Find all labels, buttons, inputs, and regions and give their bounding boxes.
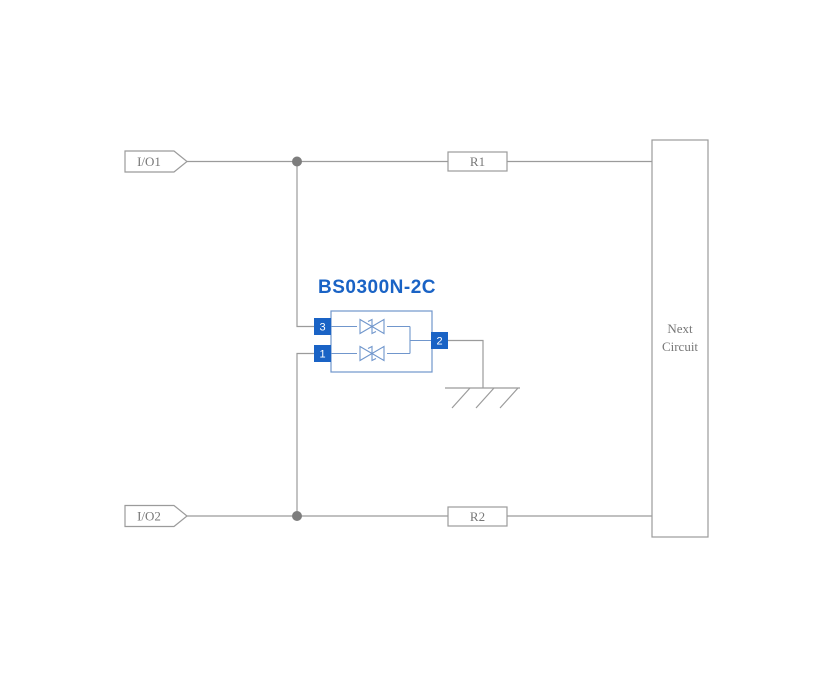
tvs-diode-icon-top — [359, 318, 385, 335]
pin-3-label: 3 — [319, 322, 325, 334]
io1-label: I/O1 — [137, 154, 161, 169]
next-circuit-label-line2: Circuit — [662, 339, 698, 354]
r2-label: R2 — [470, 509, 485, 524]
component-title: BS0300N-2C — [318, 277, 436, 298]
next-circuit-box: Next Circuit — [651, 139, 709, 538]
pin-2: 2 — [431, 332, 448, 349]
tvs-diode-icon-bottom — [359, 345, 385, 362]
chassis-ground-icon — [445, 387, 520, 409]
wire-junction-to-pin1 — [296, 352, 314, 516]
junction-dot-top — [292, 156, 302, 167]
r1-label: R1 — [470, 154, 485, 169]
resistor-r1: R1 — [447, 151, 508, 172]
resistor-r2: R2 — [447, 506, 508, 527]
pin-1-label: 1 — [319, 349, 325, 361]
io2-connector: I/O2 — [124, 504, 188, 528]
pin-2-label: 2 — [436, 336, 442, 348]
next-circuit-label-line1: Next — [667, 321, 693, 336]
wire-pin2-to-ground — [448, 339, 484, 388]
tvs-component-body — [330, 310, 433, 373]
wire-junction-to-pin3 — [296, 161, 314, 328]
pin-3: 3 — [314, 318, 331, 335]
io1-connector: I/O1 — [124, 150, 188, 173]
io2-label: I/O2 — [137, 509, 161, 524]
junction-dot-bottom — [292, 511, 302, 521]
tvs-component: 3 1 2 — [314, 310, 448, 373]
pin-1: 1 — [314, 345, 331, 362]
